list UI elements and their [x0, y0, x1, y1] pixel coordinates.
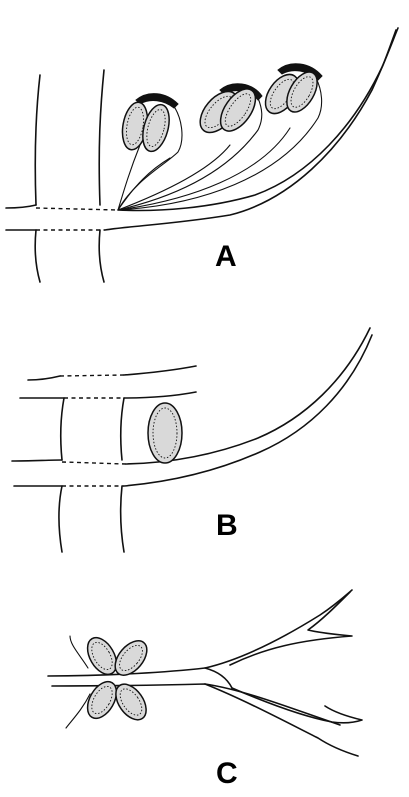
panel-a-cap-3: [277, 63, 323, 81]
panel-c-spore-3: [86, 680, 118, 720]
panel-a-label: A: [215, 240, 237, 273]
panel-a-stalk-3b: [117, 77, 323, 211]
panel-b: B: [11, 327, 373, 553]
panel-b-upper-dashed-top: [59, 374, 125, 377]
panel-c-spore-2-inner: [119, 644, 143, 672]
panel-b-wall-left-lower: [58, 485, 63, 553]
panel-a-stalk-3a: [117, 127, 291, 211]
panel-c-lower-fork-outer: [204, 683, 359, 757]
panel-c-spore-4: [115, 683, 147, 721]
panel-a-cell-wall-mid-lower: [98, 229, 105, 283]
panel-a-branch-dashed-top: [35, 207, 119, 211]
panel-c-curl-top: [69, 635, 89, 669]
panel-c-spore-2: [114, 640, 148, 676]
panel-a-cell-wall-left-lower: [34, 229, 41, 283]
panel-b-wall-mid: [119, 397, 125, 461]
panel-c-lower-fork-branch: [204, 667, 233, 689]
panel-b-label: B: [216, 509, 238, 542]
panel-b-spore: [147, 402, 183, 464]
panel-c-curl-bottom: [65, 693, 91, 729]
panel-a-spore-3b: [286, 71, 318, 113]
panel-b-lower-edge-top: [11, 459, 63, 462]
panel-c-spore-1: [86, 636, 118, 676]
panel-b-upper-edge-bottom-right: [123, 391, 197, 399]
panel-a-spore-1b-inner: [146, 109, 166, 147]
panel-a-cell-wall-left: [34, 74, 41, 206]
panel-a-stalk-1a: [117, 144, 141, 211]
panel-a-cap-1: [135, 93, 179, 109]
panel-a-main-filament-inner: [117, 29, 397, 212]
panel-a-stalk-1c: [117, 107, 183, 211]
panel-a-stalk-2b: [117, 97, 263, 211]
panel-c-spore-4-inner: [119, 688, 143, 716]
panel-c-upper-fork-inner: [229, 591, 353, 666]
panel-b-wall-mid-lower: [119, 485, 125, 553]
panel-b-wall-left: [59, 397, 65, 461]
panel-a-spore-1b: [142, 103, 170, 153]
panel-c-spore-3-inner: [91, 685, 113, 715]
panel-b-spore-inner: [152, 407, 178, 459]
panel-b-upper-edge-top-right: [123, 365, 197, 376]
panel-c-label: C: [216, 757, 238, 790]
panel-b-upper-edge-top: [27, 375, 61, 381]
panel-c-lower-fork-inner: [231, 687, 363, 724]
panel-c-spore-1-inner: [91, 641, 113, 671]
panel-a-branch-top-left: [5, 204, 37, 209]
panel-b-main-filament-outer: [123, 334, 373, 487]
panel-a-stalk-2a: [117, 144, 231, 211]
panel-a: A: [5, 27, 399, 283]
panel-a-cell-wall-mid: [98, 69, 105, 206]
panel-b-lower-dashed-top: [61, 461, 127, 465]
panel-a-spore-1a-inner: [126, 106, 144, 146]
panel-a-spore-3b-inner: [290, 76, 314, 108]
panel-a-spore-2b: [219, 88, 257, 132]
panel-c: C: [47, 589, 363, 790]
